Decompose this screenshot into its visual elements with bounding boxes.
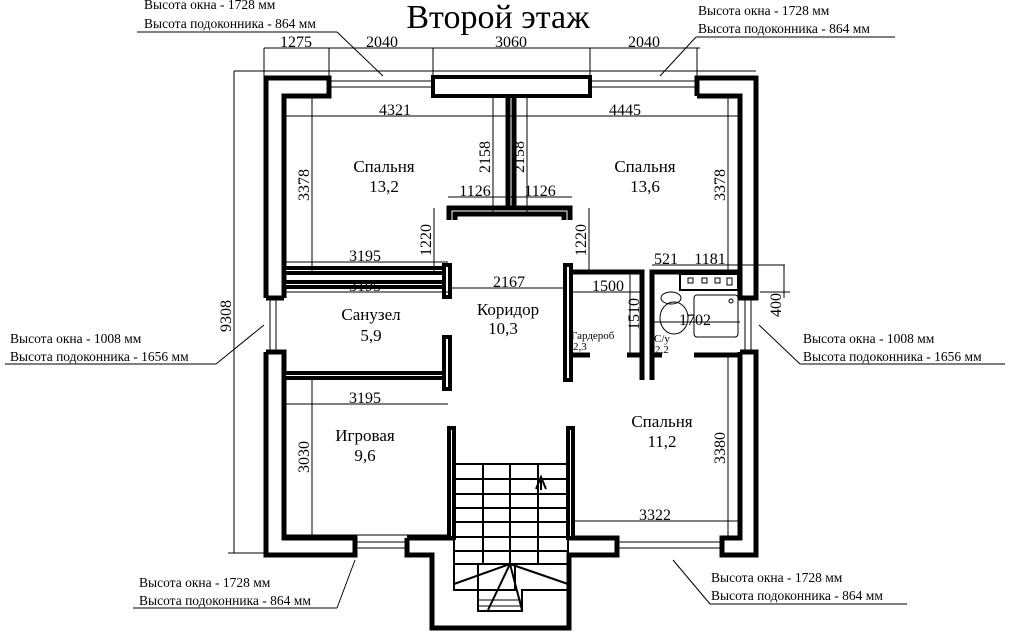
svg-text:Высота окна - 1728 мм: Высота окна - 1728 мм [711, 570, 843, 585]
room-bedroom-se: Спальня 11,2 [631, 412, 692, 451]
window-note-bottom-right: Высота окна - 1728 мм Высота подоконника… [711, 570, 883, 603]
dim-window-right: 400 [768, 293, 785, 317]
room-area: 2,2 [655, 344, 669, 356]
dim-wc-1: 521 [654, 251, 678, 268]
room-bedroom-ne: Спальня 13,6 [614, 157, 675, 196]
dim-closet-depth-left: 2158 [477, 141, 494, 173]
svg-text:Высота подоконника - 1656 мм: Высота подоконника - 1656 мм [10, 349, 189, 364]
room-area: 13,2 [369, 177, 399, 196]
room-area: 2,3 [573, 341, 587, 353]
toilet-bowl [659, 301, 689, 335]
svg-text:Высота подоконника - 864 мм: Высота подоконника - 864 мм [139, 593, 311, 608]
dimension-labels: 1275 2040 3060 2040 9308 4321 4445 3378 … [218, 34, 785, 524]
dim-nw-height: 3378 [296, 169, 313, 201]
svg-text:Высота окна - 1728 мм: Высота окна - 1728 мм [144, 0, 276, 12]
dim-ne-width: 4445 [609, 102, 641, 119]
room-name: Гардероб [571, 330, 615, 342]
dim-nw-width: 4321 [379, 102, 411, 119]
room-area: 5,9 [360, 326, 381, 345]
dim-niche-right: 1220 [573, 224, 590, 256]
dim-bath-top-2: 3195 [349, 278, 381, 295]
shower-tray [693, 294, 739, 338]
room-name: Спальня [631, 412, 692, 431]
room-name: Игровая [335, 426, 395, 445]
room-corridor: Коридор 10,3 [477, 300, 539, 338]
room-area: 9,6 [354, 446, 375, 465]
dim-top-3: 3060 [495, 34, 527, 51]
room-wardrobe: Гардероб 2,3 [571, 330, 615, 353]
svg-text:Высота подоконника - 864 мм: Высота подоконника - 864 мм [144, 16, 316, 31]
svg-text:Высота подоконника - 864 мм: Высота подоконника - 864 мм [711, 588, 883, 603]
window-note-mid-right: Высота окна - 1008 мм Высота подоконника… [803, 331, 982, 364]
room-area: 10,3 [488, 319, 518, 338]
room-bedroom-nw: Спальня 13,2 [353, 157, 414, 196]
toilet-tank [660, 291, 682, 305]
svg-text:Высота окна - 1008 мм: Высота окна - 1008 мм [10, 331, 142, 346]
sink-counter [679, 273, 739, 291]
svg-text:Высота окна - 1008 мм: Высота окна - 1008 мм [803, 331, 935, 346]
dim-wc-2: 1181 [694, 251, 725, 268]
window-note-mid-left: Высота окна - 1008 мм Высота подоконника… [10, 331, 189, 364]
dim-play-width: 3195 [349, 390, 381, 407]
room-name: Санузел [341, 305, 401, 324]
dim-ne-height: 3378 [712, 169, 729, 201]
dim-overall-height: 9308 [218, 300, 235, 332]
windows [269, 80, 752, 549]
plumbing-fixtures [659, 273, 739, 338]
dim-bath-top-1: 3195 [349, 248, 381, 265]
dim-closet-width-right: 1126 [524, 183, 555, 200]
dim-closet-width-left: 1126 [459, 183, 490, 200]
dim-se-height: 3380 [712, 432, 729, 464]
dim-wc-3: 1702 [679, 312, 711, 329]
svg-text:Высота подоконника - 1656 мм: Высота подоконника - 1656 мм [803, 349, 982, 364]
room-name: Спальня [614, 157, 675, 176]
dim-wardrobe-height: 1510 [626, 298, 643, 330]
svg-text:Высота окна - 1728 мм: Высота окна - 1728 мм [698, 3, 830, 18]
room-area: 13,6 [630, 177, 660, 196]
room-playroom: Игровая 9,6 [335, 426, 395, 465]
dim-play-height: 3030 [296, 441, 313, 473]
dim-se-width: 3322 [639, 507, 671, 524]
window-note-top-left: Высота окна - 1728 мм Высота подоконника… [144, 0, 316, 31]
svg-text:Высота подоконника - 864 мм: Высота подоконника - 864 мм [698, 21, 870, 36]
room-wc: С/у 2,2 [654, 333, 670, 356]
plan-title: Второй этаж [406, 0, 590, 36]
interior-walls [282, 96, 740, 540]
dim-niche-left: 1220 [418, 224, 435, 256]
window-note-bottom-left: Высота окна - 1728 мм Высота подоконника… [139, 575, 311, 608]
dim-wardrobe-width: 1500 [592, 278, 624, 295]
svg-text:Высота окна - 1728 мм: Высота окна - 1728 мм [139, 575, 271, 590]
dim-top-2: 2040 [366, 34, 398, 51]
dim-corridor-width: 2167 [493, 274, 525, 291]
dim-top-1: 1275 [280, 34, 312, 51]
dim-closet-depth-right: 2158 [511, 141, 528, 173]
window-note-top-right: Высота окна - 1728 мм Высота подоконника… [698, 3, 870, 36]
room-name: С/у [654, 333, 670, 345]
dimension-lines [228, 47, 790, 554]
note-leaders [5, 31, 1005, 609]
room-name: Спальня [353, 157, 414, 176]
staircase [453, 463, 569, 612]
room-bathroom: Санузел 5,9 [341, 305, 401, 345]
room-area: 11,2 [647, 432, 676, 451]
dim-top-4: 2040 [628, 34, 660, 51]
room-name: Коридор [477, 300, 539, 319]
